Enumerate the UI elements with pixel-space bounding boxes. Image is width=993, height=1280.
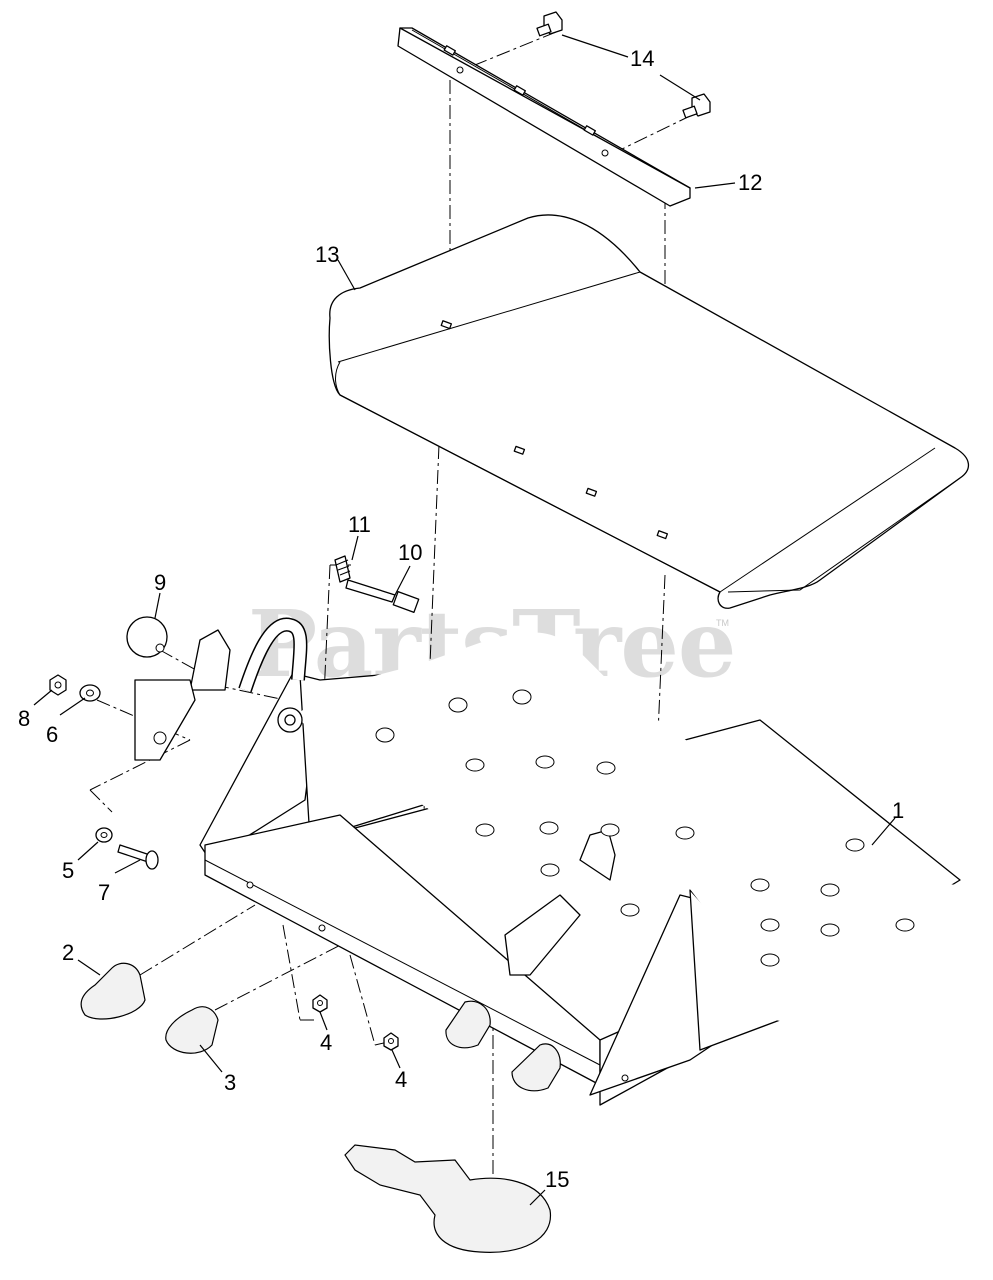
- callout-4-left: 4: [320, 1030, 332, 1055]
- callout-14: 14: [630, 46, 654, 71]
- callout-11: 11: [348, 512, 371, 537]
- callout-13: 13: [315, 242, 339, 267]
- watermark-trademark: TM: [716, 618, 729, 628]
- knob-part-9: [126, 616, 168, 658]
- bumper-part-3: [165, 1006, 219, 1054]
- callout-2: 2: [62, 940, 74, 965]
- spring-part-11: [334, 555, 351, 583]
- tray-part-13: [328, 214, 970, 609]
- callout-5: 5: [62, 858, 74, 883]
- nut-part-4-left: [312, 994, 328, 1013]
- callout-8: 8: [18, 706, 30, 731]
- footrest-frame-part-1: [134, 617, 976, 1106]
- leader-lines: [33, 34, 896, 1206]
- callout-7: 7: [98, 880, 110, 905]
- pin-part-10: [345, 579, 420, 613]
- bumper-on-frame: [445, 1000, 561, 1092]
- callout-9: 9: [154, 570, 166, 595]
- bolt-part-7: [117, 844, 159, 870]
- nut-part-8: [49, 674, 67, 696]
- decal-part-15: [344, 1144, 551, 1253]
- callout-10: 10: [398, 540, 422, 565]
- callout-6: 6: [46, 722, 58, 747]
- bumper-part-2: [80, 962, 146, 1020]
- bolt-part-14-upper: [536, 11, 563, 37]
- callout-12: 12: [738, 170, 762, 195]
- callout-4-right: 4: [395, 1067, 407, 1092]
- angle-bracket-part-12: [397, 27, 691, 207]
- washer-part-6: [79, 684, 101, 702]
- bolt-part-14-lower: [682, 93, 711, 119]
- callout-3: 3: [224, 1070, 236, 1095]
- callout-15: 15: [545, 1167, 569, 1192]
- callout-1: 1: [892, 798, 904, 823]
- nut-part-4-right: [383, 1032, 399, 1051]
- washer-part-5: [95, 827, 113, 843]
- callouts: 1 2 3 4 4 5 7 6 8 9 10 11 12 13 14 15: [18, 46, 904, 1192]
